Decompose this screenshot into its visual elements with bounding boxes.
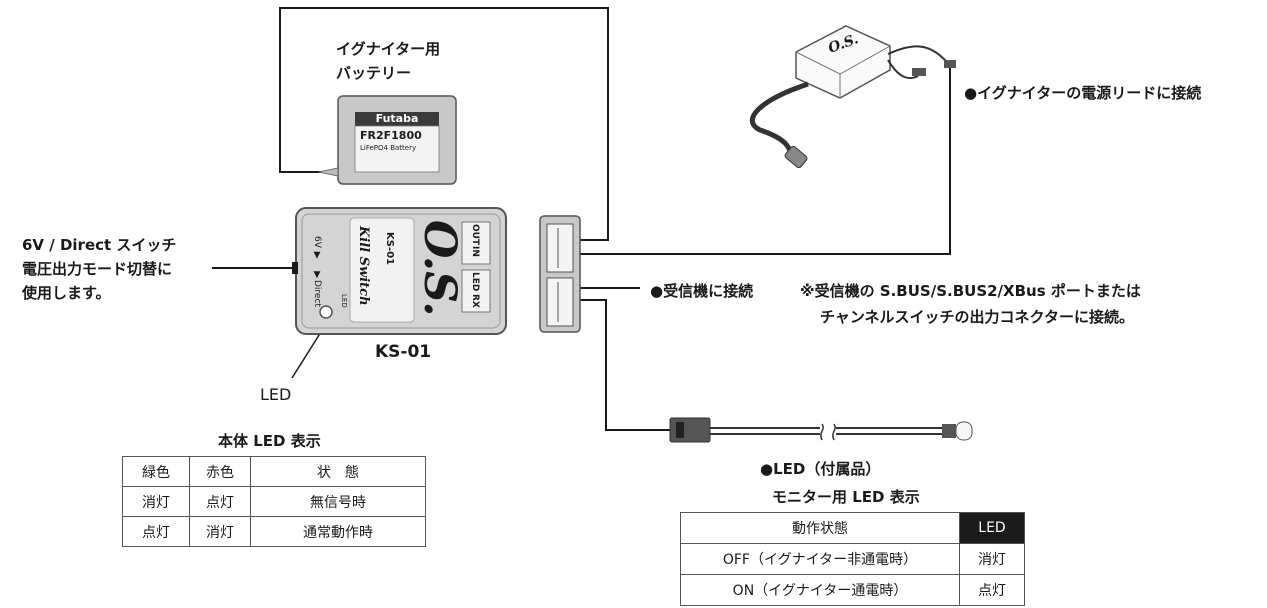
led-accessory-label: ●LED（付属品） bbox=[760, 460, 881, 478]
table-row: ON（イグナイター通電時） 点灯 bbox=[680, 574, 1025, 606]
table-row: OFF（イグナイター非通電時） 消灯 bbox=[680, 543, 1025, 575]
receiver-note-line1: ※受信機の S.BUS/S.BUS2/XBus ポートまたは bbox=[800, 282, 1141, 300]
body-led-table: 緑色 赤色 状 態 消灯 点灯 無信号時 点灯 消灯 通常動作時 bbox=[122, 456, 426, 547]
device-led-small-label: LED bbox=[340, 294, 348, 308]
ignitor-lead-label: ●イグナイターの電源リードに接続 bbox=[964, 84, 1202, 102]
ignitor-lead-wire bbox=[578, 66, 951, 255]
table-cell: 消灯 bbox=[122, 486, 190, 517]
table-row: 点灯 消灯 通常動作時 bbox=[122, 516, 426, 547]
switch-note-line2: 電圧出力モード切替に bbox=[22, 260, 173, 278]
switch-note-line1: 6V / Direct スイッチ bbox=[22, 236, 177, 254]
led-lead-wire bbox=[578, 299, 670, 431]
connector-block bbox=[539, 215, 581, 333]
device-model-small: KS-01 bbox=[384, 232, 395, 266]
table-header-cell: 状 態 bbox=[250, 456, 426, 487]
table-cell: 点灯 bbox=[122, 516, 190, 547]
table-header-cell: LED bbox=[959, 512, 1025, 544]
table-cell: 無信号時 bbox=[250, 486, 426, 517]
table-header-row: 動作状態 LED bbox=[680, 512, 1025, 544]
table-cell: 点灯 bbox=[189, 486, 251, 517]
battery-pack bbox=[317, 95, 457, 185]
led-accessory bbox=[669, 417, 973, 443]
table-cell: 点灯 bbox=[959, 574, 1025, 606]
table-header-cell: 赤色 bbox=[189, 456, 251, 487]
monitor-led-table: 動作状態 LED OFF（イグナイター非通電時） 消灯 ON（イグナイター通電時… bbox=[680, 512, 1025, 606]
ignitor-unit bbox=[749, 25, 956, 169]
table-cell: 消灯 bbox=[959, 543, 1025, 575]
device-script-label: Kill Switch bbox=[356, 226, 371, 306]
switch-note-line3: 使用します。 bbox=[22, 284, 111, 302]
table-cell: ON（イグナイター通電時） bbox=[680, 574, 960, 606]
device-port-out: OUT bbox=[470, 224, 480, 246]
table-header-cell: 動作状態 bbox=[680, 512, 960, 544]
battery-label-line1: イグナイター用 bbox=[336, 40, 441, 58]
device-6v-label: 6V ▼ bbox=[312, 236, 322, 261]
battery-model: FR2F1800 bbox=[360, 129, 422, 142]
table-header-row: 緑色 赤色 状 態 bbox=[122, 456, 426, 487]
battery-type: LiFePO4 Battery bbox=[360, 144, 417, 152]
table-cell: 通常動作時 bbox=[250, 516, 426, 547]
device-port-rx: RX bbox=[470, 294, 480, 308]
receiver-note-line2: チャンネルスイッチの出力コネクターに接続。 bbox=[820, 308, 1134, 326]
battery-brand: Futaba bbox=[375, 112, 419, 125]
table-cell: OFF（イグナイター非通電時） bbox=[680, 543, 960, 575]
device-port-in: IN bbox=[470, 246, 480, 257]
device-name: KS-01 bbox=[375, 342, 432, 362]
body-led-table-caption: 本体 LED 表示 bbox=[218, 432, 321, 450]
table-header-cell: 緑色 bbox=[122, 456, 190, 487]
table-cell: 消灯 bbox=[189, 516, 251, 547]
kill-switch-device bbox=[292, 207, 507, 335]
battery-label-line2: バッテリー bbox=[336, 64, 412, 82]
device-direct-label: ▼Direct bbox=[312, 270, 322, 307]
table-row: 消灯 点灯 無信号時 bbox=[122, 486, 426, 517]
monitor-led-table-caption: モニター用 LED 表示 bbox=[772, 488, 920, 506]
device-brand-logo: O.S. bbox=[414, 220, 465, 317]
led-pointer-label: LED bbox=[260, 385, 292, 404]
receiver-connect-label: ●受信機に接続 bbox=[650, 282, 754, 300]
device-port-led: LED bbox=[470, 272, 480, 292]
